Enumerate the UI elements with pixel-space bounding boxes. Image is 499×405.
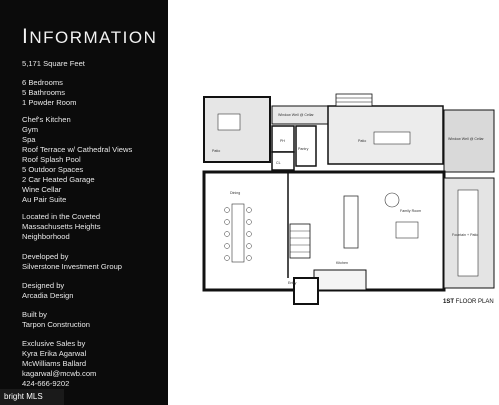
- label-patio-center: Patio: [358, 139, 366, 143]
- pantry-room: [295, 125, 317, 167]
- info-sidebar: INFORMATION 5,171 Square Feet 6 Bedrooms…: [0, 0, 168, 405]
- kitchen-counter: [313, 269, 367, 291]
- label-family-room: Family Room: [400, 209, 421, 213]
- builder-text: Built by Tarpon Construction: [22, 310, 90, 329]
- floor-plan-label: 1ST FLOOR PLAN: [443, 299, 494, 305]
- dining-chairs-icon: [224, 207, 252, 261]
- sales-phone: 424-666-9202: [22, 379, 70, 388]
- label-patio-left: Patio: [212, 149, 220, 153]
- family-sofa-icon: [395, 221, 419, 239]
- feature-item: Au Pair Suite: [22, 195, 67, 204]
- label-dining: Dining: [230, 191, 240, 195]
- main-stair: [289, 223, 311, 259]
- label-cl: CL: [276, 161, 281, 165]
- square-feet: 5,171 Square Feet: [22, 59, 85, 68]
- window-well-right-area: [443, 109, 495, 173]
- floor-plan-diagram: Window Well @ Cellar Window Well @ Cella…: [202, 93, 495, 305]
- closet-room: [271, 151, 295, 171]
- label-fountain-patio: Fountain + Patio: [452, 233, 478, 237]
- label-pantry: Pantry: [298, 147, 309, 151]
- sales-email: kagarwal@mcwb.com: [22, 369, 97, 378]
- feature-item: Gym: [22, 125, 39, 134]
- dining-table-icon: [231, 203, 245, 263]
- entry-vestibule: [293, 277, 319, 305]
- rooms-item: 5 Bathrooms: [22, 88, 66, 97]
- rooms-list: 6 Bedrooms 5 Bathrooms 1 Powder Room: [22, 78, 76, 108]
- label-ph: PH: [280, 139, 285, 143]
- family-table-icon: [384, 192, 400, 208]
- developer-text: Developed by Silverstone Investment Grou…: [22, 252, 123, 271]
- feature-item: Wine Cellar: [22, 185, 62, 194]
- rooms-item: 1 Powder Room: [22, 98, 77, 107]
- features-list: Chef's Kitchen Gym Spa Roof Terrace w/ C…: [22, 115, 132, 205]
- label-entry: Entry: [288, 281, 297, 285]
- feature-item: Roof Splash Pool: [22, 155, 81, 164]
- feature-item: 2 Car Heated Garage: [22, 175, 95, 184]
- feature-item: Chef's Kitchen: [22, 115, 71, 124]
- mls-watermark: bright MLS: [0, 389, 64, 405]
- kitchen-island-icon: [343, 195, 359, 249]
- feature-item: Spa: [22, 135, 36, 144]
- label-window-well-left: Window Well @ Cellar: [278, 113, 315, 117]
- location-text: Located in the Coveted Massachusetts Hei…: [22, 212, 101, 241]
- top-stair: [335, 93, 373, 107]
- rooms-item: 6 Bedrooms: [22, 78, 63, 87]
- patio-table-icon: [373, 131, 411, 145]
- feature-item: Roof Terrace w/ Cathedral Views: [22, 145, 133, 154]
- info-title: INFORMATION: [22, 25, 158, 48]
- patio-sofa-icon: [217, 113, 241, 131]
- label-kitchen: Kitchen: [336, 261, 348, 265]
- label-window-well-right: Window Well @ Cellar: [448, 137, 485, 141]
- sales-contact: Exclusive Sales by Kyra Erika Agarwal Mc…: [22, 339, 97, 388]
- fountain-icon: [457, 189, 479, 277]
- designer-text: Designed by Arcadia Design: [22, 281, 74, 300]
- feature-item: 5 Outdoor Spaces: [22, 165, 84, 174]
